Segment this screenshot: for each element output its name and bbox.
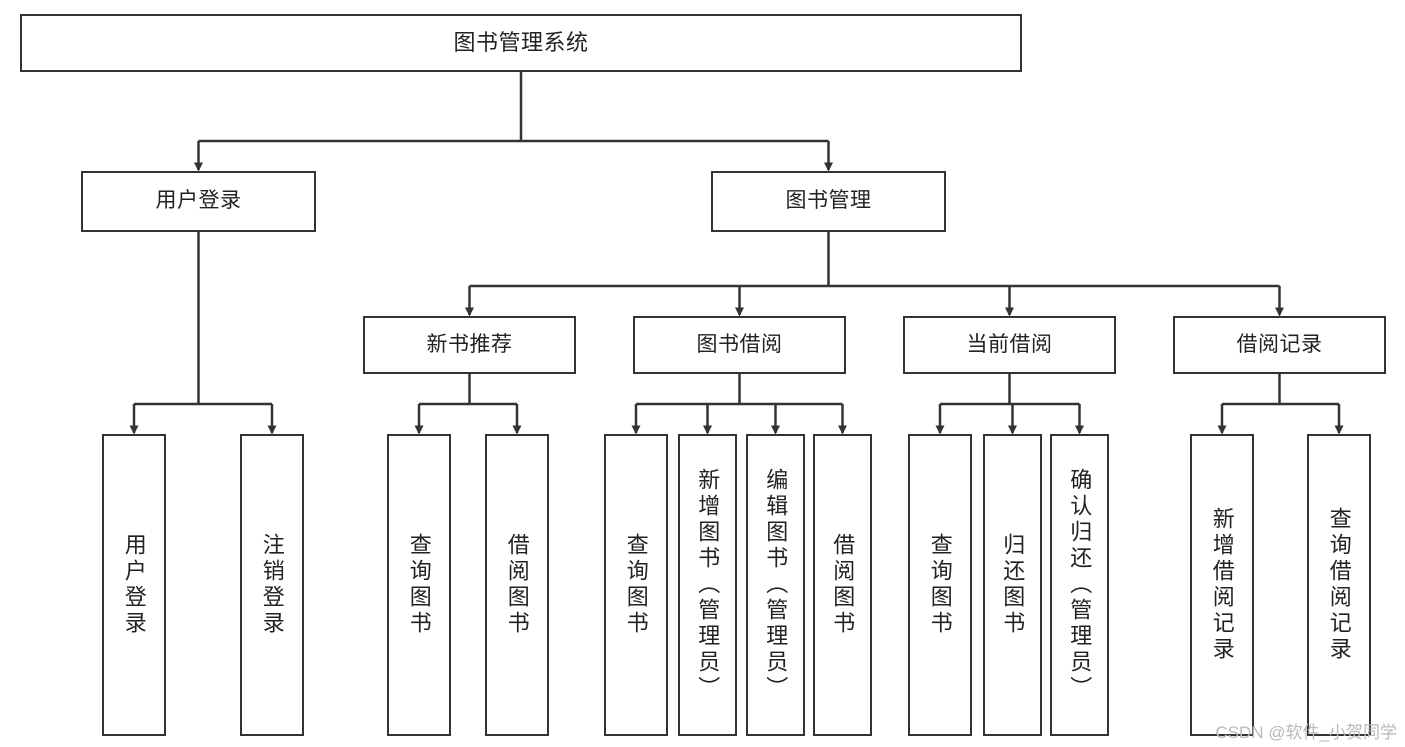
node-label: 图书管理: [785, 189, 872, 213]
node-label: 新书推荐: [426, 332, 513, 356]
node-label: 借阅图书: [830, 533, 856, 637]
node-label: 当前借阅: [966, 332, 1053, 356]
node-l3-logout[interactable]: 注销登录: [240, 434, 304, 736]
node-l3-borrowbook1[interactable]: 借阅图书: [485, 434, 549, 736]
node-label: 查询借阅记录: [1326, 507, 1352, 663]
node-label: 新增图书（管理员）: [695, 468, 721, 702]
node-l3-querybook1[interactable]: 查询图书: [387, 434, 451, 736]
node-l3-querybook3[interactable]: 查询图书: [908, 434, 972, 736]
node-l3-userlogin[interactable]: 用户登录: [102, 434, 166, 736]
node-label: 用户登录: [121, 533, 147, 637]
node-label: 注销登录: [259, 533, 285, 637]
node-l3-queryrecord[interactable]: 查询借阅记录: [1307, 434, 1371, 736]
node-label: 查询图书: [406, 533, 432, 637]
node-root[interactable]: 图书管理系统: [20, 14, 1022, 72]
node-l3-returnbook[interactable]: 归还图书: [983, 434, 1042, 736]
node-label: 新增借阅记录: [1209, 507, 1235, 663]
node-label: 查询图书: [623, 533, 649, 637]
node-l3-borrowbook2[interactable]: 借阅图书: [813, 434, 872, 736]
node-label: 借阅图书: [504, 533, 530, 637]
node-l3-querybook2[interactable]: 查询图书: [604, 434, 668, 736]
node-l3-addrecord[interactable]: 新增借阅记录: [1190, 434, 1254, 736]
node-label: 查询图书: [927, 533, 953, 637]
node-label: 编辑图书（管理员）: [763, 468, 789, 702]
node-l2-records[interactable]: 借阅记录: [1173, 316, 1386, 374]
node-label: 归还图书: [1000, 533, 1026, 637]
node-label: 图书管理系统: [453, 30, 589, 56]
node-l1-bookmgmt[interactable]: 图书管理: [711, 171, 946, 232]
node-l3-addbook[interactable]: 新增图书（管理员）: [678, 434, 737, 736]
node-l2-newbook[interactable]: 新书推荐: [363, 316, 576, 374]
node-label: 图书借阅: [696, 332, 783, 356]
node-label: 用户登录: [155, 189, 242, 213]
node-label: 确认归还（管理员）: [1067, 468, 1093, 702]
watermark-text: CSDN @软件_小贺同学: [1215, 723, 1397, 742]
node-l1-login[interactable]: 用户登录: [81, 171, 316, 232]
edge-group: [129, 72, 1344, 435]
node-l2-current[interactable]: 当前借阅: [903, 316, 1116, 374]
node-l3-confirm[interactable]: 确认归还（管理员）: [1050, 434, 1109, 736]
node-label: 借阅记录: [1236, 332, 1323, 356]
node-l2-borrow[interactable]: 图书借阅: [633, 316, 846, 374]
node-l3-editbook[interactable]: 编辑图书（管理员）: [746, 434, 805, 736]
